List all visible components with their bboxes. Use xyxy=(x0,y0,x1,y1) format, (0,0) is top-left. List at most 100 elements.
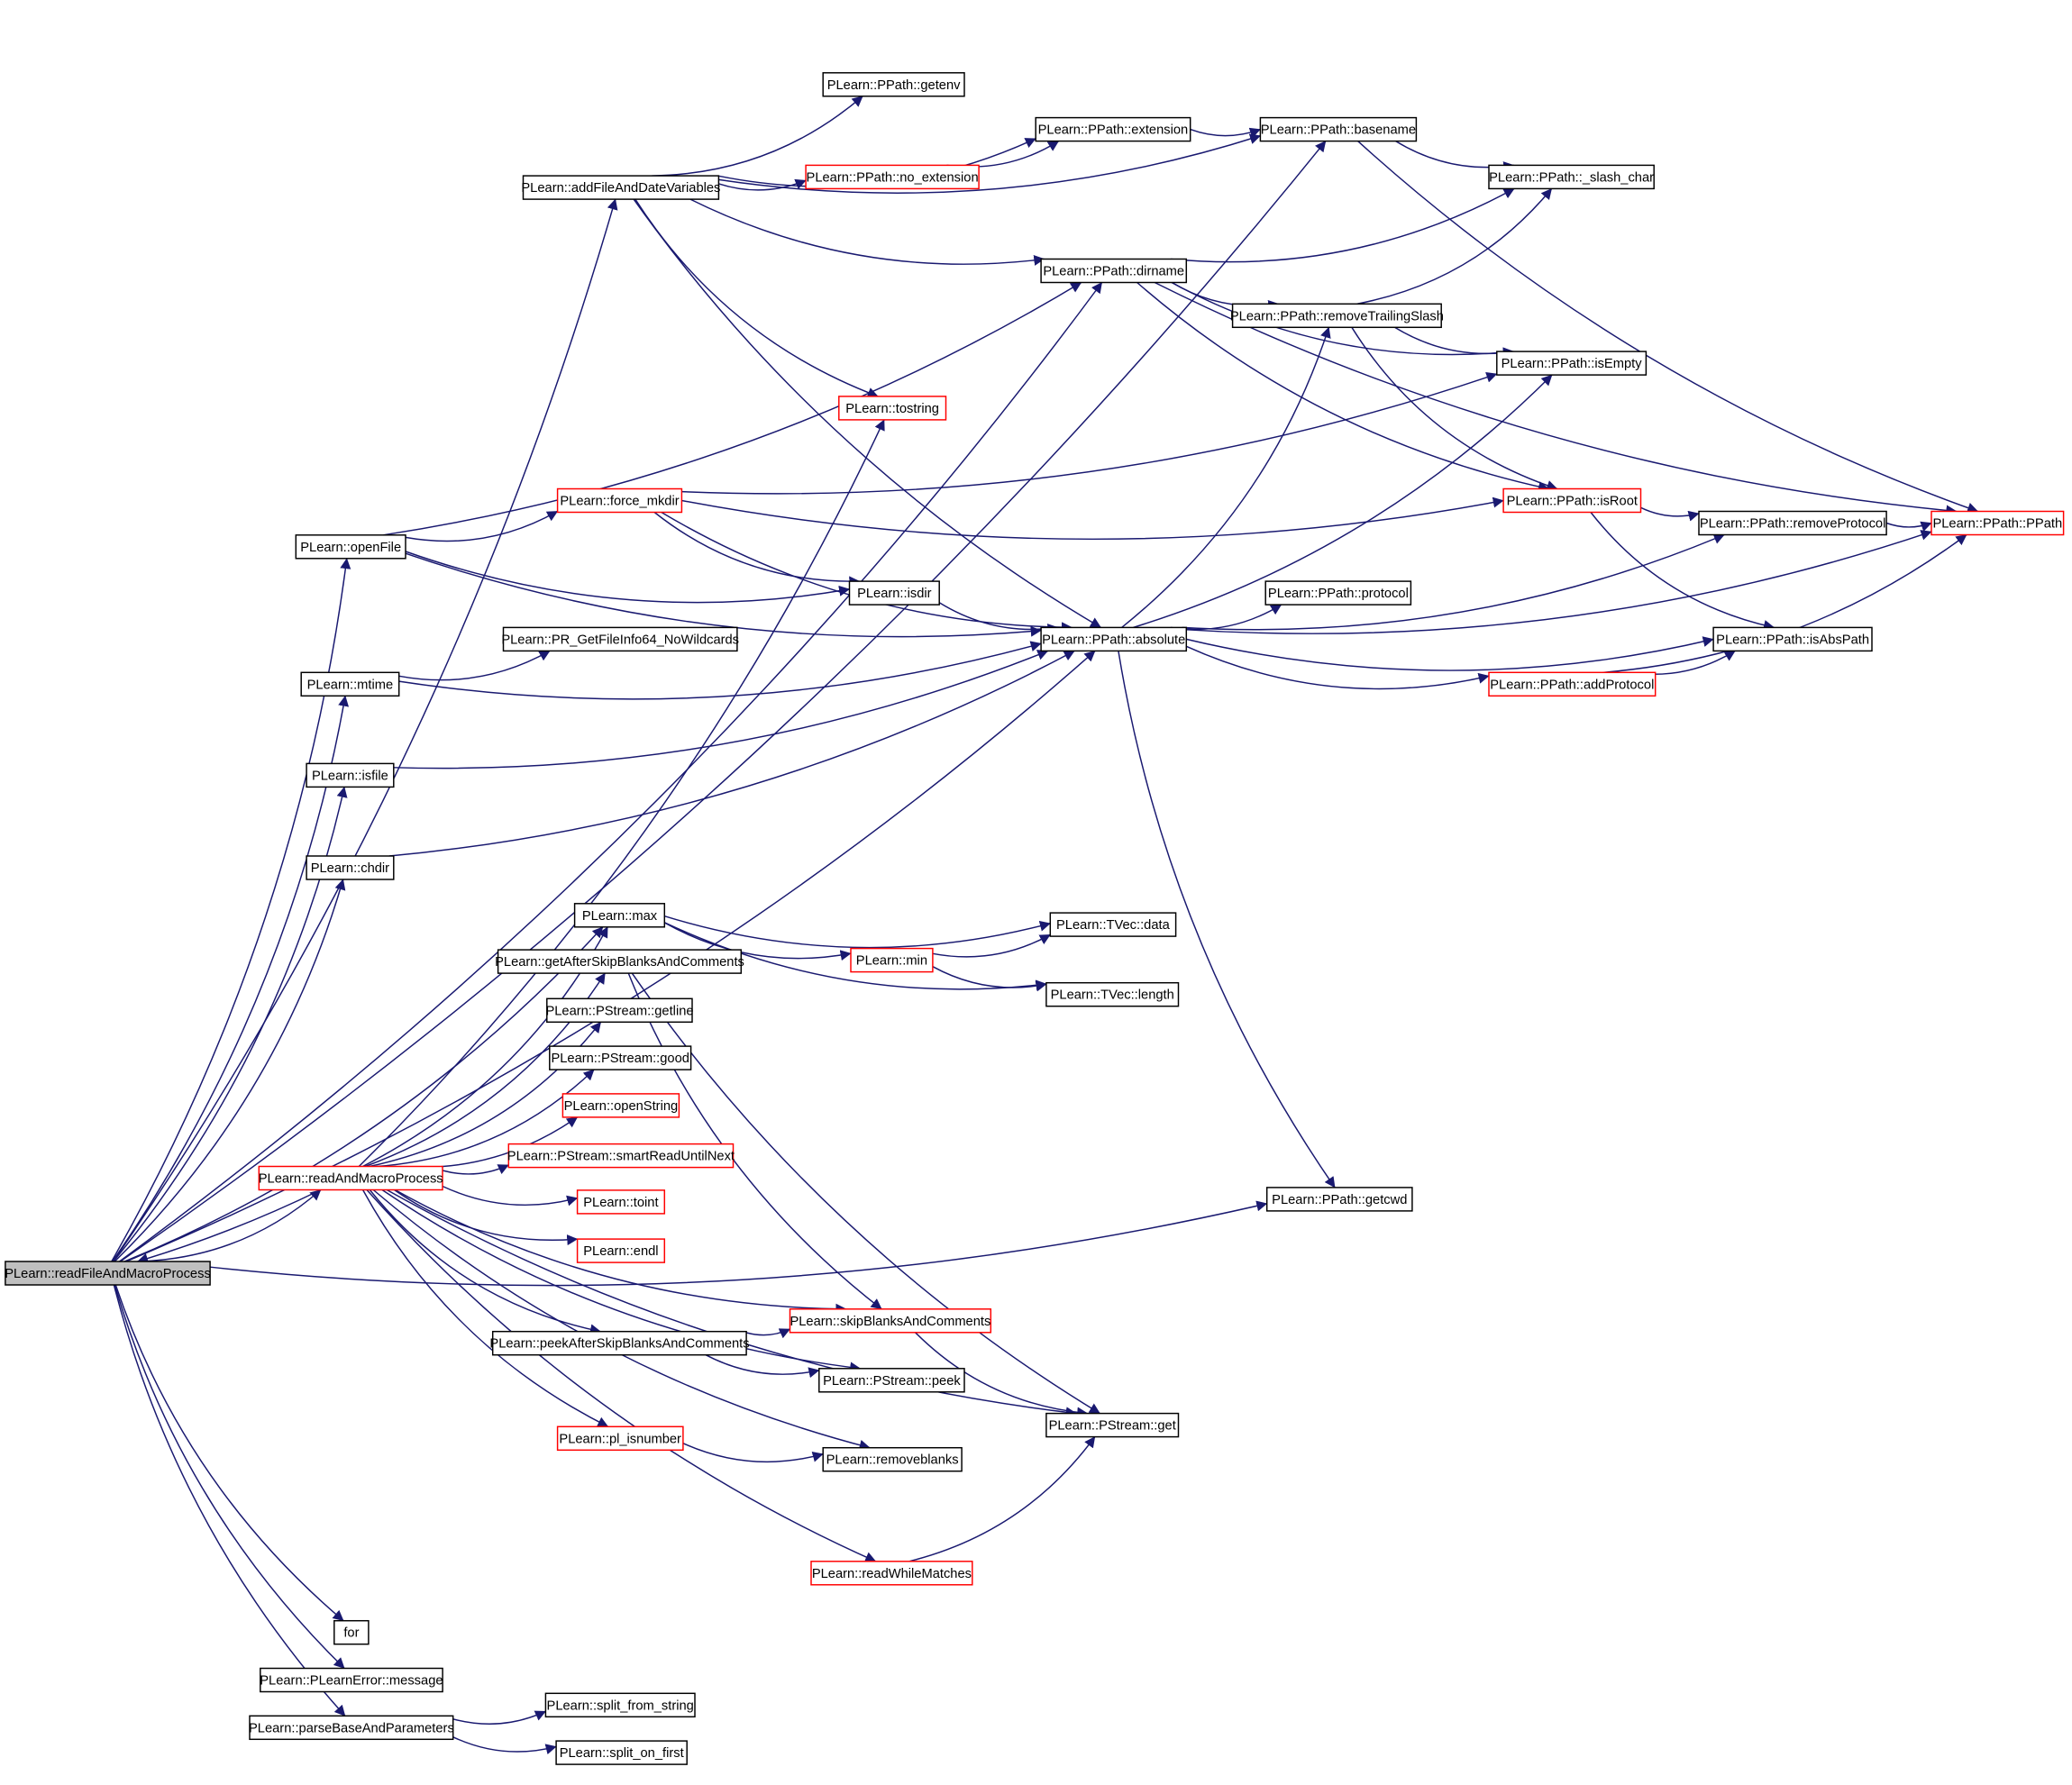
node-box[interactable] xyxy=(1035,116,1191,142)
node-box[interactable] xyxy=(789,1308,992,1334)
node-box[interactable] xyxy=(838,396,947,421)
node-box[interactable] xyxy=(260,1667,443,1693)
node-box[interactable] xyxy=(1264,580,1412,606)
node-message[interactable]: PLearn::PLearnError::message xyxy=(260,1667,443,1693)
node-skipBlanks[interactable]: PLearn::skipBlanksAndComments xyxy=(789,1308,992,1334)
node-box[interactable] xyxy=(805,164,980,190)
node-removeTrailingSlash[interactable]: PLearn::PPath::removeTrailingSlash xyxy=(1230,303,1444,329)
node-for[interactable]: for xyxy=(333,1619,370,1645)
node-box[interactable] xyxy=(1265,1187,1413,1212)
node-box[interactable] xyxy=(249,1715,454,1741)
node-isEmpty[interactable]: PLearn::PPath::isEmpty xyxy=(1496,351,1648,376)
node-box[interactable] xyxy=(573,903,666,928)
node-box[interactable] xyxy=(306,855,395,880)
node-box[interactable] xyxy=(546,997,693,1024)
node-box[interactable] xyxy=(1931,510,2065,536)
node-basename[interactable]: PLearn::PPath::basename xyxy=(1259,116,1418,142)
node-readAndMacroProcess[interactable]: PLearn::readAndMacroProcess xyxy=(258,1165,443,1191)
node-box[interactable] xyxy=(497,949,743,974)
node-data[interactable]: PLearn::TVec::data xyxy=(1049,912,1177,937)
node-box[interactable] xyxy=(1045,981,1180,1007)
node-box[interactable] xyxy=(295,534,406,560)
node-box[interactable] xyxy=(1231,303,1442,329)
node-box[interactable] xyxy=(1040,258,1188,284)
node-endl[interactable]: PLearn::endl xyxy=(576,1238,666,1263)
node-box[interactable] xyxy=(555,1740,688,1765)
node-absolute[interactable]: PLearn::PPath::absolute xyxy=(1040,626,1188,652)
node-isdir[interactable]: PLearn::isdir xyxy=(848,580,940,606)
node-box[interactable] xyxy=(1712,626,1873,652)
node-PR_GetFileInfo64[interactable]: PLearn::PR_GetFileInfo64_NoWildcards xyxy=(501,626,739,652)
node-box[interactable] xyxy=(848,580,940,606)
node-box[interactable] xyxy=(502,626,738,652)
node-no_extension[interactable]: PLearn::PPath::no_extension xyxy=(805,164,980,190)
node-box[interactable] xyxy=(822,72,965,97)
node-get[interactable]: PLearn::PStream::get xyxy=(1045,1412,1180,1438)
node-protocol[interactable]: PLearn::PPath::protocol xyxy=(1264,580,1412,606)
node-box[interactable] xyxy=(491,1330,747,1356)
node-box[interactable] xyxy=(576,1238,666,1263)
node-readFileAndMacroProcess[interactable]: PLearn::readFileAndMacroProcess xyxy=(5,1261,211,1286)
node-mtime[interactable]: PLearn::mtime xyxy=(300,671,400,697)
node-peek[interactable]: PLearn::PStream::peek xyxy=(818,1368,965,1393)
node-slash_char[interactable]: PLearn::PPath::_slash_char xyxy=(1488,164,1655,190)
node-isfile[interactable]: PLearn::isfile xyxy=(306,762,395,788)
node-box[interactable] xyxy=(561,1093,680,1118)
node-split_on_first[interactable]: PLearn::split_on_first xyxy=(555,1740,688,1765)
node-box[interactable] xyxy=(556,487,683,514)
node-length[interactable]: PLearn::TVec::length xyxy=(1045,981,1180,1007)
node-box[interactable] xyxy=(1040,626,1188,652)
node-readWhileMatches[interactable]: PLearn::readWhileMatches xyxy=(810,1561,973,1586)
node-dirname[interactable]: PLearn::PPath::dirname xyxy=(1040,258,1188,284)
node-getline[interactable]: PLearn::PStream::getline xyxy=(545,997,694,1024)
node-good[interactable]: PLearn::PStream::good xyxy=(549,1045,692,1070)
node-box[interactable] xyxy=(258,1165,443,1191)
node-removeProtocol[interactable]: PLearn::PPath::removeProtocol xyxy=(1698,510,1887,536)
node-pl_isnumber[interactable]: PLearn::pl_isnumber xyxy=(556,1425,684,1452)
node-parseBase[interactable]: PLearn::parseBaseAndParameters xyxy=(249,1715,454,1741)
node-tostring[interactable]: PLearn::tostring xyxy=(838,396,947,421)
node-box[interactable] xyxy=(5,1261,211,1286)
node-max[interactable]: PLearn::max xyxy=(573,903,666,928)
node-box[interactable] xyxy=(544,1692,696,1718)
node-box[interactable] xyxy=(1259,116,1418,142)
node-box[interactable] xyxy=(822,1446,963,1472)
node-addProtocol[interactable]: PLearn::PPath::addProtocol xyxy=(1488,671,1657,697)
node-box[interactable] xyxy=(810,1561,973,1586)
node-getcwd[interactable]: PLearn::PPath::getcwd xyxy=(1265,1187,1413,1212)
node-PPath[interactable]: PLearn::PPath::PPath xyxy=(1931,510,2065,536)
node-box[interactable] xyxy=(300,671,400,697)
node-openString[interactable]: PLearn::openString xyxy=(561,1093,680,1118)
node-peekAfterSkip[interactable]: PLearn::peekAfterSkipBlanksAndComments xyxy=(489,1330,750,1356)
node-removeblanks[interactable]: PLearn::removeblanks xyxy=(822,1446,963,1472)
node-box[interactable] xyxy=(850,947,934,973)
node-min[interactable]: PLearn::min xyxy=(850,947,934,973)
node-addFileAndDateVariables[interactable]: PLearn::addFileAndDateVariables xyxy=(521,175,720,200)
node-box[interactable] xyxy=(507,1143,735,1169)
node-box[interactable] xyxy=(1488,164,1655,190)
node-isRoot[interactable]: PLearn::PPath::isRoot xyxy=(1502,487,1642,514)
node-extension[interactable]: PLearn::PPath::extension xyxy=(1035,116,1191,142)
node-getAfterSkip[interactable]: PLearn::getAfterSkipBlanksAndComments xyxy=(495,949,744,974)
node-openFile[interactable]: PLearn::openFile xyxy=(295,534,406,560)
node-box[interactable] xyxy=(818,1368,965,1393)
node-box[interactable] xyxy=(333,1619,370,1645)
node-box[interactable] xyxy=(1502,487,1642,514)
node-isAbsPath[interactable]: PLearn::PPath::isAbsPath xyxy=(1712,626,1873,652)
node-box[interactable] xyxy=(522,175,720,200)
node-box[interactable] xyxy=(1496,351,1648,376)
node-box[interactable] xyxy=(549,1045,692,1070)
node-chdir[interactable]: PLearn::chdir xyxy=(306,855,395,880)
node-box[interactable] xyxy=(306,762,395,788)
node-force_mkdir[interactable]: PLearn::force_mkdir xyxy=(556,487,683,514)
node-box[interactable] xyxy=(1698,510,1887,536)
node-box[interactable] xyxy=(1049,912,1177,937)
node-box[interactable] xyxy=(556,1425,684,1452)
node-split_from_string[interactable]: PLearn::split_from_string xyxy=(544,1692,696,1718)
node-smartRead[interactable]: PLearn::PStream::smartReadUntilNext xyxy=(507,1143,735,1169)
node-box[interactable] xyxy=(576,1189,666,1215)
node-box[interactable] xyxy=(1045,1412,1180,1438)
node-box[interactable] xyxy=(1488,671,1657,697)
node-toint[interactable]: PLearn::toint xyxy=(576,1189,666,1215)
node-getenv[interactable]: PLearn::PPath::getenv xyxy=(822,72,965,97)
